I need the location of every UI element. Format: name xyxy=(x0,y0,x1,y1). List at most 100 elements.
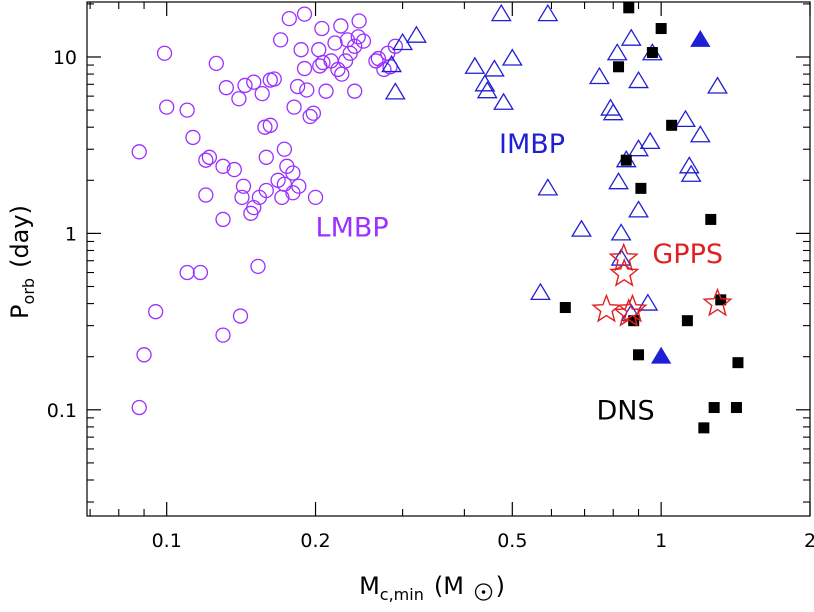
imbp-point xyxy=(474,74,496,92)
lmbp-point xyxy=(185,129,201,146)
lmbp-point xyxy=(347,38,363,54)
lmbp-point xyxy=(237,77,253,94)
imbp-point xyxy=(464,56,486,74)
sun-ring xyxy=(474,583,493,601)
imbp-point xyxy=(602,103,624,121)
x-axis-title-sub: c,min xyxy=(380,585,424,604)
lmbp-point xyxy=(198,187,214,203)
imbp-point xyxy=(620,28,642,46)
annotation-dns: DNS xyxy=(596,396,654,427)
lmbp-point xyxy=(254,85,270,102)
imbp-point xyxy=(610,223,632,241)
y-tick-label: 1 xyxy=(65,223,77,245)
data-points xyxy=(131,2,744,434)
dns-point xyxy=(633,349,645,361)
imbp-point xyxy=(610,248,632,266)
imbp-point xyxy=(406,25,427,43)
y-tick-label: 10 xyxy=(53,47,77,69)
lmbp-point xyxy=(192,264,209,281)
imbp-filled-point xyxy=(650,346,672,364)
dns-point xyxy=(708,402,720,414)
lmbp-point xyxy=(302,108,318,125)
imbp-point xyxy=(637,293,659,311)
imbp-point xyxy=(490,3,512,22)
lmbp-point xyxy=(305,105,322,121)
lmbp-point xyxy=(318,83,334,99)
lmbp-point xyxy=(307,189,324,206)
annotation-imbp: IMBP xyxy=(499,129,565,160)
lmbp-point xyxy=(276,176,293,192)
x-axis-title-paren-close: ) xyxy=(496,572,505,600)
lmbp-point xyxy=(131,399,147,416)
imbp-point xyxy=(537,178,559,196)
lmbp-point xyxy=(291,178,307,194)
lmbp-point xyxy=(296,60,313,77)
dns-point xyxy=(732,357,744,369)
lmbp-point xyxy=(351,13,367,29)
lmbp-point xyxy=(156,45,173,61)
imbp-point xyxy=(628,70,649,89)
lmbp-point xyxy=(355,33,372,49)
x-tick-label: 0.5 xyxy=(497,530,527,552)
lmbp-point xyxy=(148,304,164,320)
lmbp-point xyxy=(234,189,250,206)
lmbp-point xyxy=(159,99,175,115)
imbp-filled-point xyxy=(690,30,711,47)
lmbp-point xyxy=(330,61,346,78)
x-axis-title-paren-open: (M xyxy=(434,572,464,600)
lmbp-point xyxy=(258,149,274,165)
dns-point xyxy=(635,182,647,194)
imbp-point xyxy=(483,59,505,77)
gpps-point xyxy=(613,297,644,327)
lmbp-point xyxy=(296,6,313,22)
lmbp-point xyxy=(311,42,327,58)
imbp-point xyxy=(678,156,700,174)
x-tick-label: 0.2 xyxy=(300,530,330,552)
y-axis-title-main: P xyxy=(6,304,34,318)
lmbp-point xyxy=(226,161,242,178)
y-axis-title-rest: (day) xyxy=(6,205,34,268)
lmbp-point xyxy=(258,182,274,199)
axis-ticks xyxy=(87,2,811,516)
lmbp-point xyxy=(179,102,195,118)
gpps-point xyxy=(591,293,622,323)
lmbp-point xyxy=(131,144,147,160)
lmbp-point xyxy=(215,327,231,343)
lmbp-point xyxy=(218,80,234,96)
dns-point xyxy=(730,402,742,414)
imbp-point xyxy=(537,3,559,22)
x-axis-title-main: M xyxy=(359,572,380,600)
x-axis-title: Mc,min (M ) xyxy=(359,572,505,604)
lmbp-point xyxy=(201,149,218,165)
imbp-point xyxy=(530,282,551,301)
imbp-point xyxy=(384,82,406,100)
lmbp-point xyxy=(262,117,278,133)
lmbp-point xyxy=(231,91,247,107)
lmbp-point xyxy=(285,165,301,181)
dns-point xyxy=(623,2,635,14)
imbp-point xyxy=(608,172,629,190)
lmbp-point xyxy=(293,42,309,58)
imbp-point xyxy=(493,92,514,110)
annotation-gpps: GPPS xyxy=(652,239,723,270)
lmbp-point xyxy=(272,32,289,48)
lmbp-point xyxy=(299,82,315,98)
dns-point xyxy=(705,213,717,225)
lmbp-point xyxy=(136,347,152,363)
y-axis-title-sub: orb xyxy=(19,278,38,305)
sun-dot xyxy=(481,590,486,594)
imbp-point xyxy=(600,98,621,116)
dns-point xyxy=(666,119,678,131)
dns-point xyxy=(681,315,693,327)
lmbp-point xyxy=(198,152,214,168)
x-tick-label: 0.1 xyxy=(152,530,182,552)
lmbp-point xyxy=(327,35,343,51)
imbp-point xyxy=(476,80,498,99)
lmbp-point xyxy=(235,178,252,194)
lmbp-point xyxy=(250,258,266,275)
lmbp-point xyxy=(387,38,403,54)
dns-point xyxy=(628,315,640,327)
lmbp-point xyxy=(266,71,282,87)
